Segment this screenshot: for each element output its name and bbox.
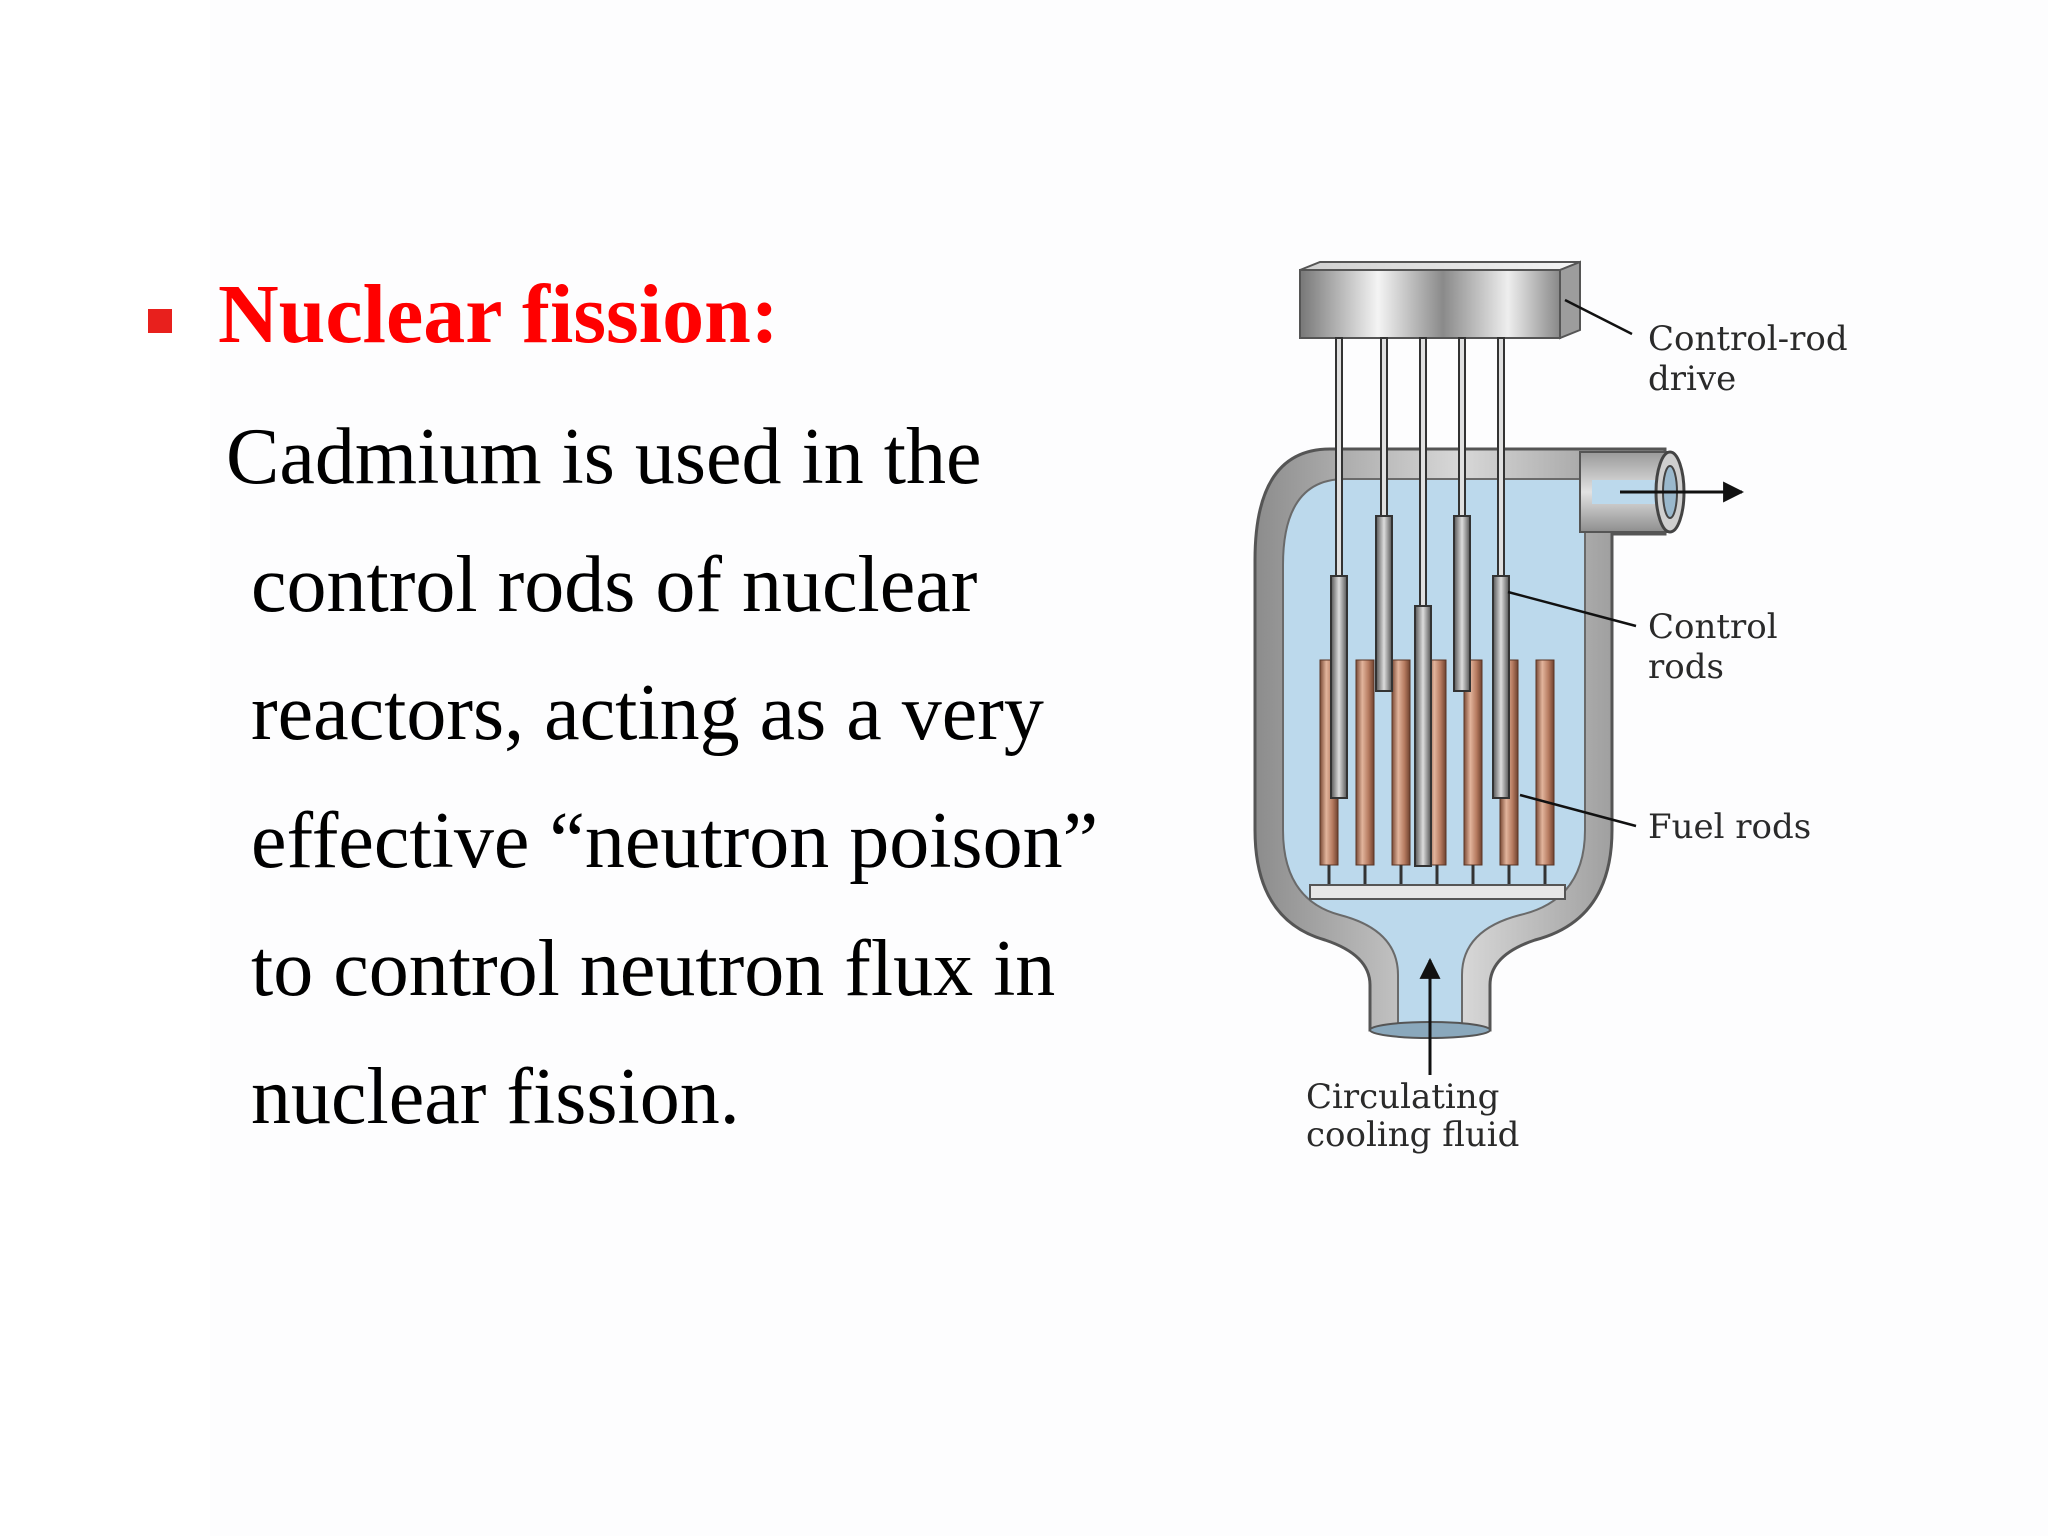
body-line-5: to control neutron flux in [251,925,1056,1013]
leader-line-fuel-rods [1519,793,1637,828]
body-line-6: nuclear fission. [251,1053,740,1141]
label-circulating-cooling-fluid: Circulating cooling fluid [1306,1077,1519,1155]
label-control-rod-drive: Control-rod drive [1648,319,1858,399]
coolant-flow-arrows [1419,481,1745,1075]
body-line-2: control rods of nuclear [251,541,978,629]
control-rod-drive [1299,260,1581,340]
fuel-rod-bundle [1309,659,1566,900]
slide-heading: Nuclear fission: [218,268,779,361]
label-fuel-rods: Fuel rods [1648,807,1811,847]
body-line-4: effective “neutron poison” [251,797,1099,885]
label-control-rods: Control rods [1648,607,1788,687]
leader-line-control-rods [1507,590,1637,628]
leader-line-control-rod-drive [1564,298,1633,336]
body-line-1: Cadmium is used in the [226,413,982,501]
bullet-square-icon [148,309,172,333]
control-rods [1330,337,1510,867]
slide-background [210,0,2048,1536]
body-line-3: reactors, acting as a very [251,669,1044,757]
